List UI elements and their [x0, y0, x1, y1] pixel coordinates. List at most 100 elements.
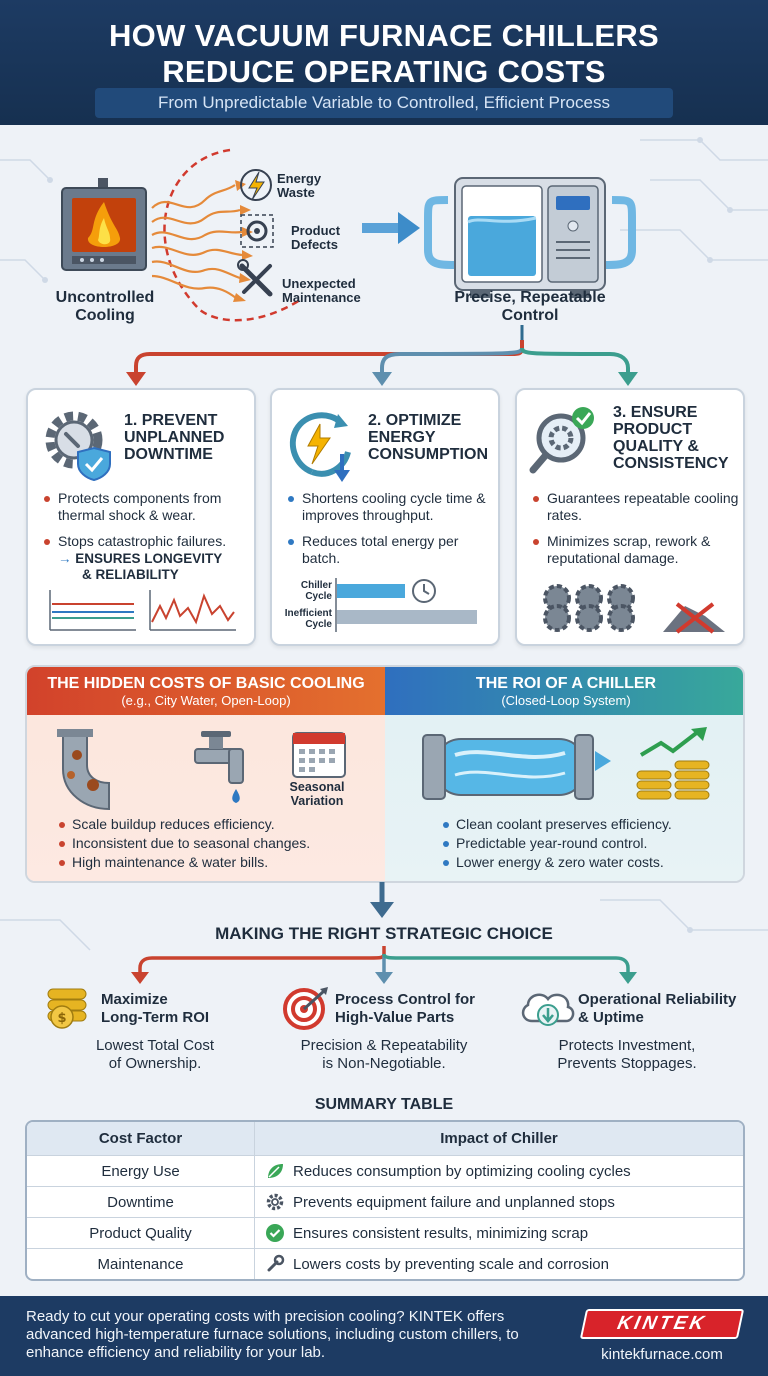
list-item: Guarantees repeatable cooling rates.	[531, 490, 741, 524]
basic-cooling-icons	[57, 729, 346, 811]
card-title: 2. OPTIMIZE ENERGY CONSUMPTION	[368, 412, 488, 463]
chiller-roi-bullets: Clean coolant preserves efficiency. Pred…	[441, 815, 672, 872]
list-item: Stops catastrophic failures.	[42, 533, 252, 550]
kintek-logo[interactable]: KINTEK	[579, 1309, 745, 1339]
list-item: Inconsistent due to seasonal changes.	[57, 834, 310, 853]
cycle-bars	[335, 578, 477, 632]
list-item: Shortens cooling cycle time & improves t…	[286, 490, 496, 524]
wrench-icon	[237, 259, 273, 297]
chiller-roi-icons	[422, 727, 710, 800]
coins-icon: $	[47, 988, 87, 1029]
card-optimize-energy: 2. OPTIMIZE ENERGY CONSUMPTION Shortens …	[270, 388, 500, 646]
parts-scrap-illustration	[543, 584, 725, 634]
chiller-icon	[424, 177, 636, 298]
cooling-comparison: THE HIDDEN COSTS OF BASIC COOLING (e.g.,…	[25, 665, 745, 883]
table-cell-impact: Ensures consistent results, minimizing s…	[255, 1218, 743, 1248]
list-item: Reduces total energy per batch.	[286, 533, 496, 567]
table-cell-impact: Prevents equipment failure and unplanned…	[255, 1187, 743, 1217]
table-cell-factor: Product Quality	[27, 1218, 255, 1248]
table-row: Maintenance Lowers costs by preventing s…	[27, 1248, 743, 1279]
card-bullets: Protects components from thermal shock &…	[42, 490, 252, 559]
table-cell-factor: Downtime	[27, 1187, 255, 1217]
wrench-icon	[267, 1254, 285, 1272]
svg-text:$: $	[57, 1011, 66, 1026]
column-header: Cost Factor	[27, 1122, 255, 1155]
furnace-icon	[61, 178, 147, 271]
gear-icon	[240, 214, 274, 248]
page-footer: Ready to cut your operating costs with p…	[0, 1296, 768, 1376]
clean-pipe-icon	[422, 734, 611, 800]
table-header-row: Cost Factor Impact of Chiller	[27, 1122, 743, 1155]
page-header: HOW VACUUM FURNACE CHILLERS REDUCE OPERA…	[0, 0, 768, 125]
card-prevent-downtime: 1. PREVENT UNPLANNED DOWNTIME Protects c…	[26, 388, 256, 646]
basic-cooling-header: THE HIDDEN COSTS OF BASIC COOLING (e.g.,…	[27, 667, 385, 715]
chiller-roi-panel: THE ROI OF A CHILLER (Closed-Loop System…	[385, 667, 743, 881]
gear-shield-icon	[45, 411, 111, 482]
list-item: Lower energy & zero water costs.	[441, 853, 672, 872]
table-cell-factor: Maintenance	[27, 1249, 255, 1279]
page-title: HOW VACUUM FURNACE CHILLERS REDUCE OPERA…	[109, 18, 659, 89]
strategy-title: MAKING THE RIGHT STRATEGIC CHOICE	[215, 924, 553, 943]
corroded-pipe-icon	[57, 729, 110, 811]
arrow-down-icon	[370, 882, 394, 918]
card-bullets: Guarantees repeatable cooling rates. Min…	[531, 490, 741, 576]
coins-growth-icon	[636, 727, 710, 800]
card-title: 3. ENSURE PRODUCT QUALITY & CONSISTENCY	[613, 404, 729, 472]
stability-graphs	[49, 590, 236, 631]
table-row: Energy Use Reduces consumption by optimi…	[27, 1155, 743, 1186]
page-subtitle: From Unpredictable Variable to Controlle…	[95, 88, 673, 118]
basic-cooling-bullets: Scale buildup reduces efficiency. Incons…	[57, 815, 310, 872]
card-title: 1. PREVENT UNPLANNED DOWNTIME	[124, 412, 225, 463]
branch-arrows	[126, 340, 638, 386]
list-item: High maintenance & water bills.	[57, 853, 310, 872]
table-row: Downtime Prevents equipment failure and …	[27, 1186, 743, 1217]
footer-text: Ready to cut your operating costs with p…	[26, 1308, 519, 1361]
table-cell-impact: Reduces consumption by optimizing coolin…	[255, 1156, 743, 1186]
list-item: Predictable year-round control.	[441, 834, 672, 853]
lightning-icon	[240, 169, 272, 201]
column-header: Impact of Chiller	[440, 1130, 558, 1147]
calendar-icon	[292, 732, 346, 778]
gear-icon	[266, 1193, 284, 1211]
card-ensure-quality: 3. ENSURE PRODUCT QUALITY & CONSISTENCY …	[515, 388, 745, 646]
card-result: → ENSURES LONGEVITY & RELIABILITY	[58, 551, 223, 582]
strategy-item-reliability-title: Operational Reliability& Uptime	[578, 991, 737, 1026]
check-icon	[266, 1224, 284, 1242]
magnifier-gear-icon	[529, 407, 594, 474]
cloud-download-icon	[521, 993, 575, 1026]
flow-illustration	[61, 148, 636, 340]
chiller-roi-header: THE ROI OF A CHILLER (Closed-Loop System…	[385, 667, 743, 715]
arrow-right-icon: →	[58, 551, 72, 566]
table-row: Product Quality Ensures consistent resul…	[27, 1217, 743, 1248]
list-item: Clean coolant preserves efficiency.	[441, 815, 672, 834]
website-link[interactable]: kintekfurnace.com	[601, 1346, 723, 1363]
bar-label: Chiller Cycle	[300, 580, 332, 602]
list-item: Protects components from thermal shock &…	[42, 490, 252, 524]
table-cell-impact: Lowers costs by preventing scale and cor…	[255, 1249, 743, 1279]
faucet-icon	[194, 731, 244, 803]
energy-cycle-icon	[289, 412, 351, 482]
strategy-item-reliability-desc: Protects Investment,Prevents Stoppages.	[557, 1037, 697, 1072]
list-item: Minimizes scrap, rework & reputational d…	[531, 533, 741, 567]
summary-table-title: SUMMARY TABLE	[314, 1096, 454, 1113]
summary-table: Cost Factor Impact of Chiller Energy Use…	[25, 1120, 745, 1281]
target-icon	[283, 987, 328, 1030]
arrow-right-icon	[362, 212, 420, 244]
list-item: Scale buildup reduces efficiency.	[57, 815, 310, 834]
card-bullets: Shortens cooling cycle time & improves t…	[286, 490, 496, 576]
strategy-branch-arrows	[131, 946, 637, 984]
leaf-icon	[268, 1164, 283, 1178]
table-cell-factor: Energy Use	[27, 1156, 255, 1186]
basic-cooling-panel: THE HIDDEN COSTS OF BASIC COOLING (e.g.,…	[27, 667, 385, 881]
